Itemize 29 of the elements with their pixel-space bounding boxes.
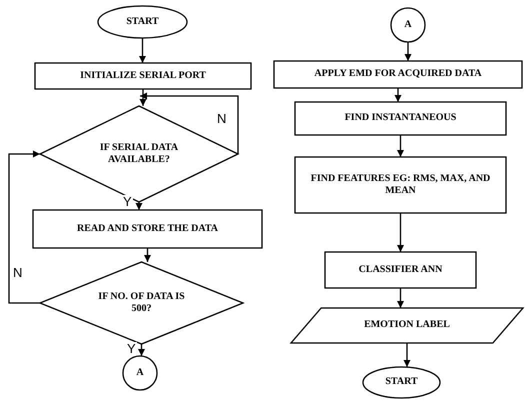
decision-diamond: IF NO. OF DATA IS 500? — [40, 262, 243, 344]
arrow — [144, 248, 151, 262]
arrow — [138, 344, 145, 356]
edge-label: Y — [126, 342, 137, 355]
arrow — [397, 288, 404, 308]
terminal-ellipse: START — [363, 367, 440, 398]
terminal-ellipse: START — [98, 6, 187, 38]
process-box: READ AND STORE THE DATA — [33, 210, 262, 248]
process-box: CLASSIFIER ANN — [325, 252, 476, 288]
connector-circle: A — [123, 356, 157, 390]
process-box: INITIALIZE SERIAL PORT — [35, 63, 251, 89]
edge-label: N — [12, 266, 24, 279]
arrow — [136, 202, 142, 210]
arrow — [139, 38, 146, 63]
arrow — [140, 92, 239, 154]
arrow — [140, 89, 146, 106]
process-box: FIND FEATURES EG: RMS, MAX, AND MEAN — [295, 157, 506, 213]
process-box: APPLY EMD FOR ACQUIRED DATA — [274, 61, 522, 88]
arrow — [404, 42, 412, 61]
connector-circle: A — [391, 8, 425, 42]
arrow — [394, 88, 402, 102]
edge-label: Y — [122, 195, 133, 208]
arrow — [397, 135, 404, 157]
arrow — [397, 213, 404, 252]
arrow — [8, 150, 40, 304]
process-box: FIND INSTANTANEOUS — [295, 102, 506, 135]
edge-label: N — [216, 112, 228, 125]
output-parallelogram: EMOTION LABEL — [291, 308, 523, 343]
arrow — [404, 343, 410, 367]
